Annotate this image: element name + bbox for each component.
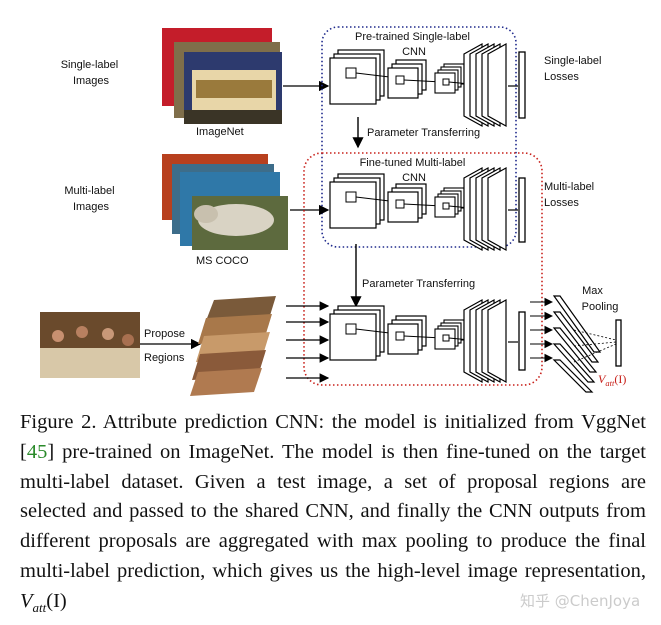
single-label-loss-bar xyxy=(518,51,526,119)
finetuned-cnn-label: Fine-tuned Multi-label CNN xyxy=(360,157,469,184)
ms-coco-label: MS COCO xyxy=(196,255,249,267)
imagenet-label: ImageNet xyxy=(196,126,244,138)
imagenet-image-stack xyxy=(162,28,282,124)
max-pooling-label: Max Pooling xyxy=(582,285,619,313)
figure-caption: Figure 2. Attribute prediction CNN: the … xyxy=(20,411,646,615)
watermark: 知乎 @ChenJoya xyxy=(520,592,641,610)
pretrained-region-box xyxy=(321,26,517,248)
shared-cnn-diagram xyxy=(329,299,507,383)
proposal-output-arrows xyxy=(530,297,554,363)
mscoco-image-stack xyxy=(162,154,288,250)
test-image xyxy=(40,312,140,378)
attribute-prediction-cnn-figure: Single-label Images ImageNet Pre-trained… xyxy=(40,26,626,396)
param-transfer-1-label: Parameter Transferring xyxy=(367,127,480,139)
region-arrows xyxy=(286,301,330,383)
max-pooling-stack xyxy=(552,295,617,393)
single-label-images-label: Single-label Images xyxy=(61,59,122,87)
multi-label-loss-bar xyxy=(518,177,526,243)
single-label-losses-label: Single-label Losses xyxy=(544,55,605,83)
citation-link[interactable]: 45 xyxy=(26,440,48,463)
param-transfer-2-label: Parameter Transferring xyxy=(362,278,475,290)
vatt-math: Vatt(I) xyxy=(20,589,67,615)
vatt-label: Vatt(I) xyxy=(598,372,626,388)
multi-label-images-label: Multi-label Images xyxy=(64,185,117,213)
vatt-output-bar xyxy=(615,319,622,367)
shared-cnn-region-box xyxy=(303,152,543,386)
proposal-region-crops xyxy=(190,296,276,396)
propose-regions-label: Propose Regions xyxy=(144,328,188,364)
pretrained-cnn-label: Pre-trained Single-label CNN xyxy=(355,31,473,58)
multi-label-losses-label: Multi-label Losses xyxy=(544,181,597,209)
shared-output-bar xyxy=(518,311,526,371)
